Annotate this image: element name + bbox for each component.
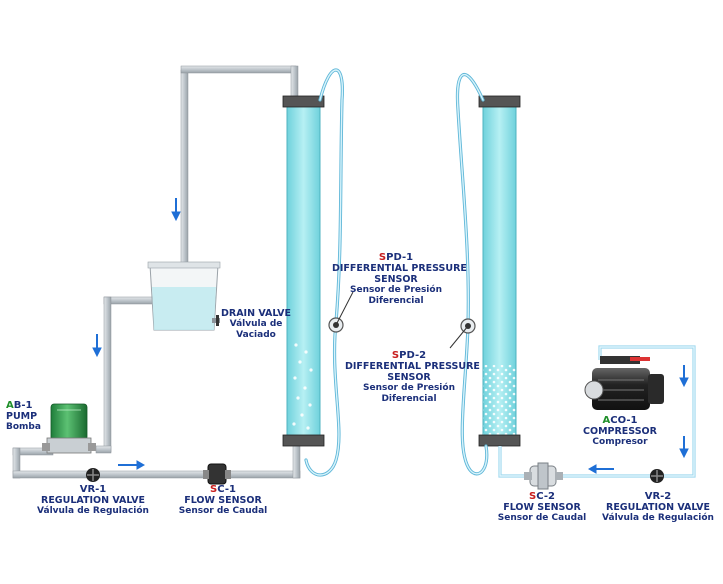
- vr1-id: VR-1: [79, 484, 107, 495]
- sc1-name-es: Sensor de Caudal: [178, 506, 268, 516]
- vr1-label: VR-1 REGULATION VALVE Válvula de Regulac…: [28, 484, 158, 517]
- sc1-id: SC-1: [210, 484, 236, 495]
- spd2-name-en-2: SENSOR: [387, 372, 431, 383]
- pressure-sensor-icon: [449, 318, 476, 349]
- flow-arrow-icon: [587, 464, 614, 474]
- drain-valve-label: DRAIN VALVE Válvula de Vaciado: [221, 308, 291, 341]
- aco1-name-es: Compresor: [592, 437, 648, 447]
- compressor-icon: [584, 356, 664, 410]
- pipe-top-drop: [290, 65, 299, 101]
- pipe-to-pump: [95, 445, 112, 454]
- vr1-name-es: Válvula de Regulación: [37, 506, 149, 516]
- pipe-top-horizontal: [180, 65, 297, 74]
- column-icon: [478, 95, 521, 447]
- sc2-name-es: Sensor de Caudal: [497, 513, 587, 523]
- spd1-name-es-1: Sensor de Presión: [350, 285, 442, 295]
- spd1-id: SPD-1: [378, 252, 414, 263]
- flow-sensor-icon: [203, 463, 231, 485]
- pipe-down-to-pump: [103, 296, 112, 453]
- spd1-name-en-1: DIFFERENTIAL PRESSURE: [332, 263, 467, 274]
- spd2-label: SPD-2 DIFFERENTIAL PRESSURE SENSOR Senso…: [345, 350, 480, 405]
- vr2-name-en: REGULATION VALVE: [606, 502, 710, 513]
- pump-name-es: Bomba: [6, 422, 41, 432]
- column-icon: [282, 95, 325, 447]
- drain-valve-name-es-1: Válvula de: [229, 319, 283, 329]
- sc1-label: SC-1 FLOW SENSOR Sensor de Caudal: [170, 484, 276, 517]
- vr2-label: VR-2 REGULATION VALVE Válvula de Regulac…: [595, 491, 721, 524]
- flow-arrow-icon: [118, 460, 146, 470]
- valve-icon: [86, 468, 100, 482]
- valve-icon: [650, 469, 664, 483]
- sc2-name-en: FLOW SENSOR: [503, 502, 581, 513]
- flow-arrow-icon: [92, 334, 102, 358]
- sc2-id: SC-2: [529, 491, 555, 502]
- flow-sensor-icon: [524, 462, 563, 490]
- spd2-name-es-2: Diferencial: [381, 394, 437, 404]
- aco1-id: ACO-1: [602, 415, 638, 426]
- flow-arrow-icon: [679, 365, 689, 388]
- flow-arrow-icon: [171, 198, 181, 222]
- sc2-label: SC-2 FLOW SENSOR Sensor de Caudal: [490, 491, 594, 524]
- spd1-name-es-2: Diferencial: [368, 296, 424, 306]
- water-pipework: [12, 65, 301, 479]
- spd1-label: SPD-1 DIFFERENTIAL PRESSURE SENSOR Senso…: [332, 252, 467, 307]
- pump-icon: [42, 403, 96, 454]
- pressure-sensor-icon: [328, 291, 354, 333]
- pipe-bottom-main: [12, 470, 301, 479]
- spd1-name-en-2: SENSOR: [374, 274, 418, 285]
- vr2-name-es: Válvula de Regulación: [602, 513, 714, 523]
- pump-id: AB-1: [6, 400, 33, 411]
- flow-arrow-icon: [679, 436, 689, 459]
- pump-name-en: PUMP: [6, 411, 38, 422]
- spd2-name-es-1: Sensor de Presión: [363, 383, 455, 393]
- spd2-id: SPD-2: [391, 350, 427, 361]
- spd2-name-en-1: DIFFERENTIAL PRESSURE: [345, 361, 480, 372]
- vr2-id: VR-2: [644, 491, 672, 502]
- sc1-name-en: FLOW SENSOR: [184, 495, 262, 506]
- vr1-name-en: REGULATION VALVE: [41, 495, 145, 506]
- aco1-label: ACO-1 COMPRESSOR Compresor: [580, 415, 660, 448]
- pressure-lines-inner: [305, 69, 488, 476]
- drain-valve-name-en: DRAIN VALVE: [221, 308, 291, 319]
- pipe-tank-riser: [180, 69, 189, 271]
- flow-arrows: [92, 198, 689, 474]
- drain-valve-name-es-2: Vaciado: [236, 330, 276, 340]
- air-pipework: [498, 345, 696, 478]
- pump-label: AB-1 PUMP Bomba: [6, 400, 46, 433]
- tank-icon: [147, 261, 221, 331]
- pipe-tank-outlet: [103, 296, 155, 305]
- air-pipework-inner: [499, 346, 695, 477]
- aco1-name-en: COMPRESSOR: [583, 426, 657, 437]
